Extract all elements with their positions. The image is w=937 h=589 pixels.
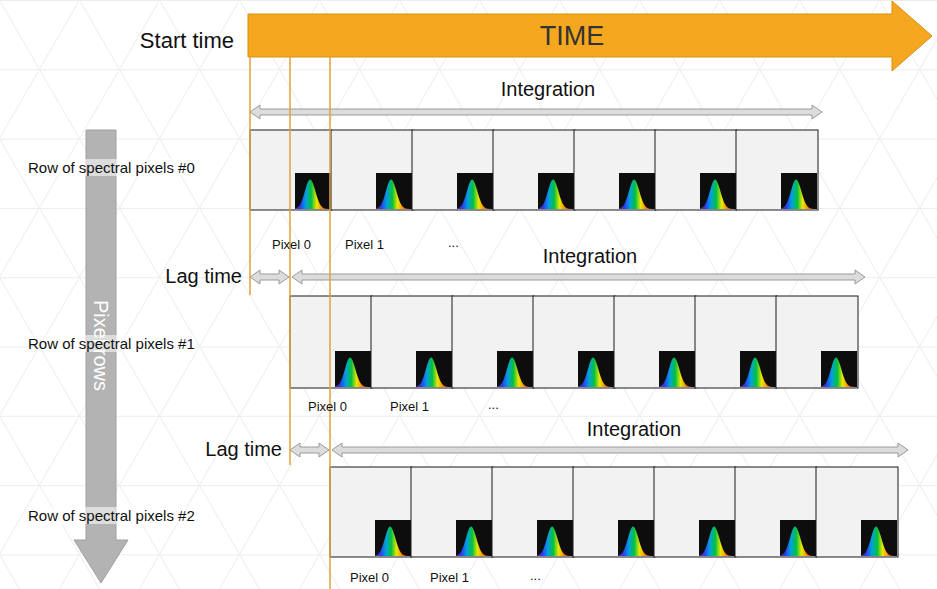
pixel-label: Pixel 0	[308, 400, 347, 415]
spectral-pixel	[776, 296, 858, 388]
spectral-pixel	[655, 130, 737, 210]
row-label: Row of spectral pixels #1	[28, 335, 195, 352]
spectral-pixel	[411, 467, 493, 557]
span-label: Integration	[543, 245, 638, 268]
spectral-pixel	[452, 296, 534, 388]
spectral-pixel	[654, 467, 736, 557]
lag-label: Lag time	[165, 265, 242, 288]
ellipsis: ...	[530, 569, 541, 584]
spectral-pixel	[412, 130, 494, 210]
spectral-pixel	[250, 130, 332, 210]
row-label: Row of spectral pixels #0	[28, 159, 195, 176]
spectral-pixel	[492, 467, 574, 557]
ellipsis: ...	[448, 236, 459, 251]
spectral-pixel	[573, 467, 655, 557]
spectral-pixel	[614, 296, 696, 388]
pixel-label: Pixel 1	[390, 400, 429, 415]
span-arrow	[292, 270, 865, 284]
spectral-pixel	[695, 296, 777, 388]
ellipsis: ...	[488, 398, 499, 413]
spectral-pixel	[330, 467, 412, 557]
span-label: Integration	[587, 418, 682, 441]
time-markers	[250, 57, 330, 589]
axis-title: TIME	[540, 21, 605, 52]
span-arrow	[250, 270, 289, 284]
spectral-pixel	[574, 130, 656, 210]
spectral-pixel	[371, 296, 453, 388]
spectral-pixel	[533, 296, 615, 388]
axis-label: Start time	[140, 28, 234, 53]
time-arrow	[248, 1, 932, 71]
span-arrow	[290, 443, 329, 457]
span-arrow	[250, 105, 822, 119]
spectral-pixel	[735, 467, 817, 557]
spectral-pixel	[331, 130, 413, 210]
lag-label: Lag time	[205, 438, 282, 461]
spectral-pixel	[816, 467, 898, 557]
pixel-rows	[250, 130, 898, 557]
pixel-label: Pixel 1	[345, 238, 384, 253]
span-arrow	[332, 443, 908, 457]
spectral-pixel	[290, 296, 372, 388]
span-arrows	[250, 105, 908, 457]
pixel-label: Pixel 0	[272, 238, 311, 253]
pixel-label: Pixel 1	[430, 571, 469, 586]
pixel-label: Pixel 0	[350, 571, 389, 586]
spectral-pixel	[493, 130, 575, 210]
span-label: Integration	[501, 78, 596, 101]
row-label: Row of spectral pixels #2	[28, 507, 195, 524]
spectral-pixel	[736, 130, 818, 210]
